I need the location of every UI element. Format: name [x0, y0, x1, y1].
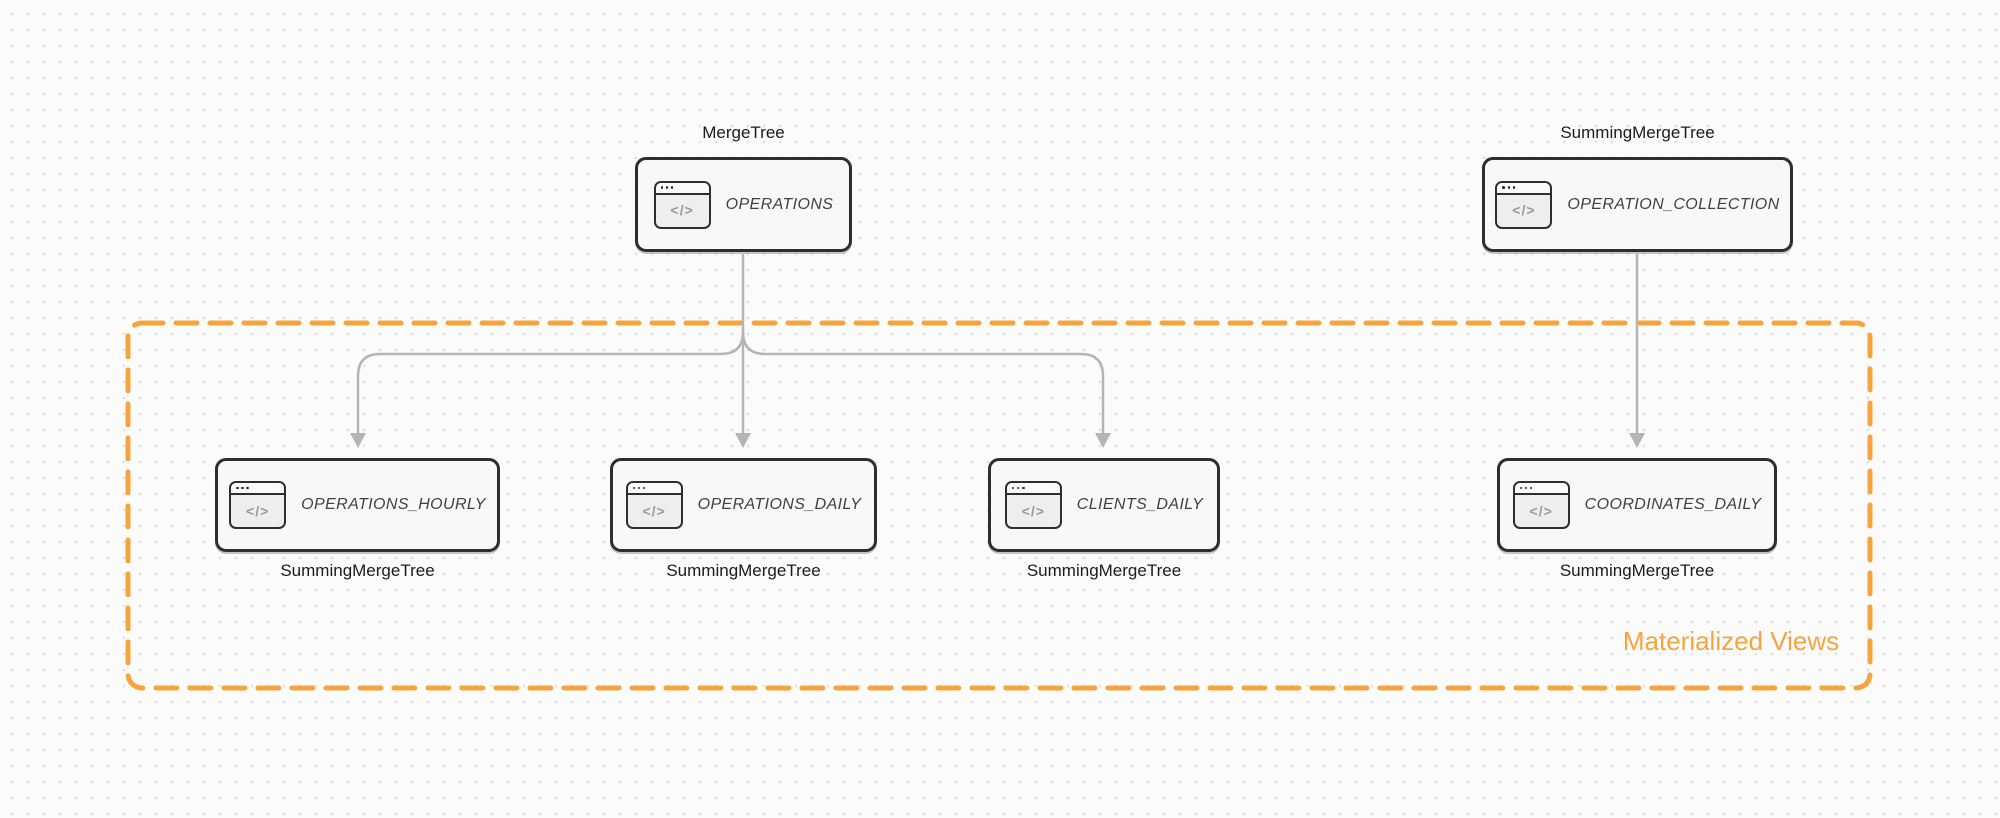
node-clients-daily[interactable]: </> CLIENTS_DAILY: [988, 458, 1220, 552]
engine-label-operations-hourly: SummingMergeTree: [280, 561, 435, 580]
code-glyph: </>: [642, 502, 666, 519]
node-operations-hourly[interactable]: </> OPERATIONS_HOURLY: [215, 458, 500, 552]
code-window-icon: </>: [653, 180, 711, 229]
engine-label-operations-daily: SummingMergeTree: [666, 561, 821, 580]
window-dot-icon: [1011, 486, 1015, 490]
window-dot-icon: [1529, 486, 1533, 490]
node-operations-daily[interactable]: </> OPERATIONS_DAILY: [610, 458, 877, 552]
edge-operations-to-operations-hourly: [356, 331, 745, 434]
window-dot-icon: [1502, 186, 1505, 189]
node-operation-collection[interactable]: </> OPERATION_COLLECTION: [1482, 157, 1793, 252]
code-glyph: </>: [1512, 202, 1536, 218]
code-window-icon: </>: [1004, 481, 1062, 529]
window-dot-icon: [241, 486, 244, 490]
edge-operations-to-clients-daily: [741, 331, 1105, 434]
window-dot-icon: [1016, 486, 1020, 490]
node-title: OPERATIONS: [725, 195, 834, 213]
window-titlebar: [655, 182, 709, 195]
window-dot-icon: [632, 486, 636, 490]
window-dot-icon: [670, 186, 674, 189]
window-dot-icon: [637, 486, 641, 490]
window-dot-icon: [1507, 186, 1511, 189]
window-dot-icon: [1519, 486, 1523, 490]
window-titlebar: [231, 483, 285, 495]
window-dot-icon: [660, 186, 664, 189]
window-dot-icon: [1021, 486, 1025, 490]
engine-label-coordinates-daily: SummingMergeTree: [1559, 561, 1715, 580]
code-window-icon: </>: [229, 481, 287, 529]
code-window-icon: </>: [1495, 180, 1553, 229]
window-dot-icon: [665, 186, 669, 189]
node-title: OPERATIONS_DAILY: [697, 496, 862, 513]
node-title: COORDINATES_DAILY: [1584, 496, 1762, 513]
materialized-views-group-border: [125, 320, 1873, 691]
node-title: CLIENTS_DAILY: [1076, 496, 1204, 513]
arrowhead-clients-daily: [1095, 433, 1111, 448]
code-glyph: </>: [1021, 502, 1045, 519]
engine-label-operations: MergeTree: [702, 123, 785, 142]
window-titlebar: [1514, 483, 1568, 495]
node-operations[interactable]: </> OPERATIONS: [635, 157, 852, 252]
window-dot-icon: [642, 486, 646, 490]
materialized-views-group-label: Materialized Views: [1622, 626, 1840, 656]
code-glyph: </>: [1529, 502, 1553, 519]
code-window-icon: </>: [625, 481, 683, 529]
arrowhead-operations-daily: [735, 433, 751, 448]
window-dot-icon: [236, 486, 239, 490]
node-title: OPERATIONS_HOURLY: [301, 496, 486, 513]
arrowhead-coordinates-daily: [1629, 433, 1645, 448]
window-dot-icon: [1524, 486, 1528, 490]
code-window-icon: </>: [1512, 481, 1570, 529]
node-title: OPERATION_COLLECTION: [1567, 195, 1780, 213]
engine-label-clients-daily: SummingMergeTree: [1026, 561, 1182, 580]
arrowhead-operations-hourly: [350, 433, 366, 448]
window-titlebar: [1006, 483, 1060, 495]
window-titlebar: [1497, 182, 1551, 195]
window-dot-icon: [1512, 186, 1516, 189]
window-titlebar: [627, 483, 681, 495]
window-dot-icon: [246, 486, 249, 490]
engine-label-operation-collection: SummingMergeTree: [1560, 123, 1715, 142]
code-glyph: </>: [246, 502, 270, 519]
node-coordinates-daily[interactable]: </> COORDINATES_DAILY: [1497, 458, 1777, 552]
code-glyph: </>: [670, 202, 694, 218]
